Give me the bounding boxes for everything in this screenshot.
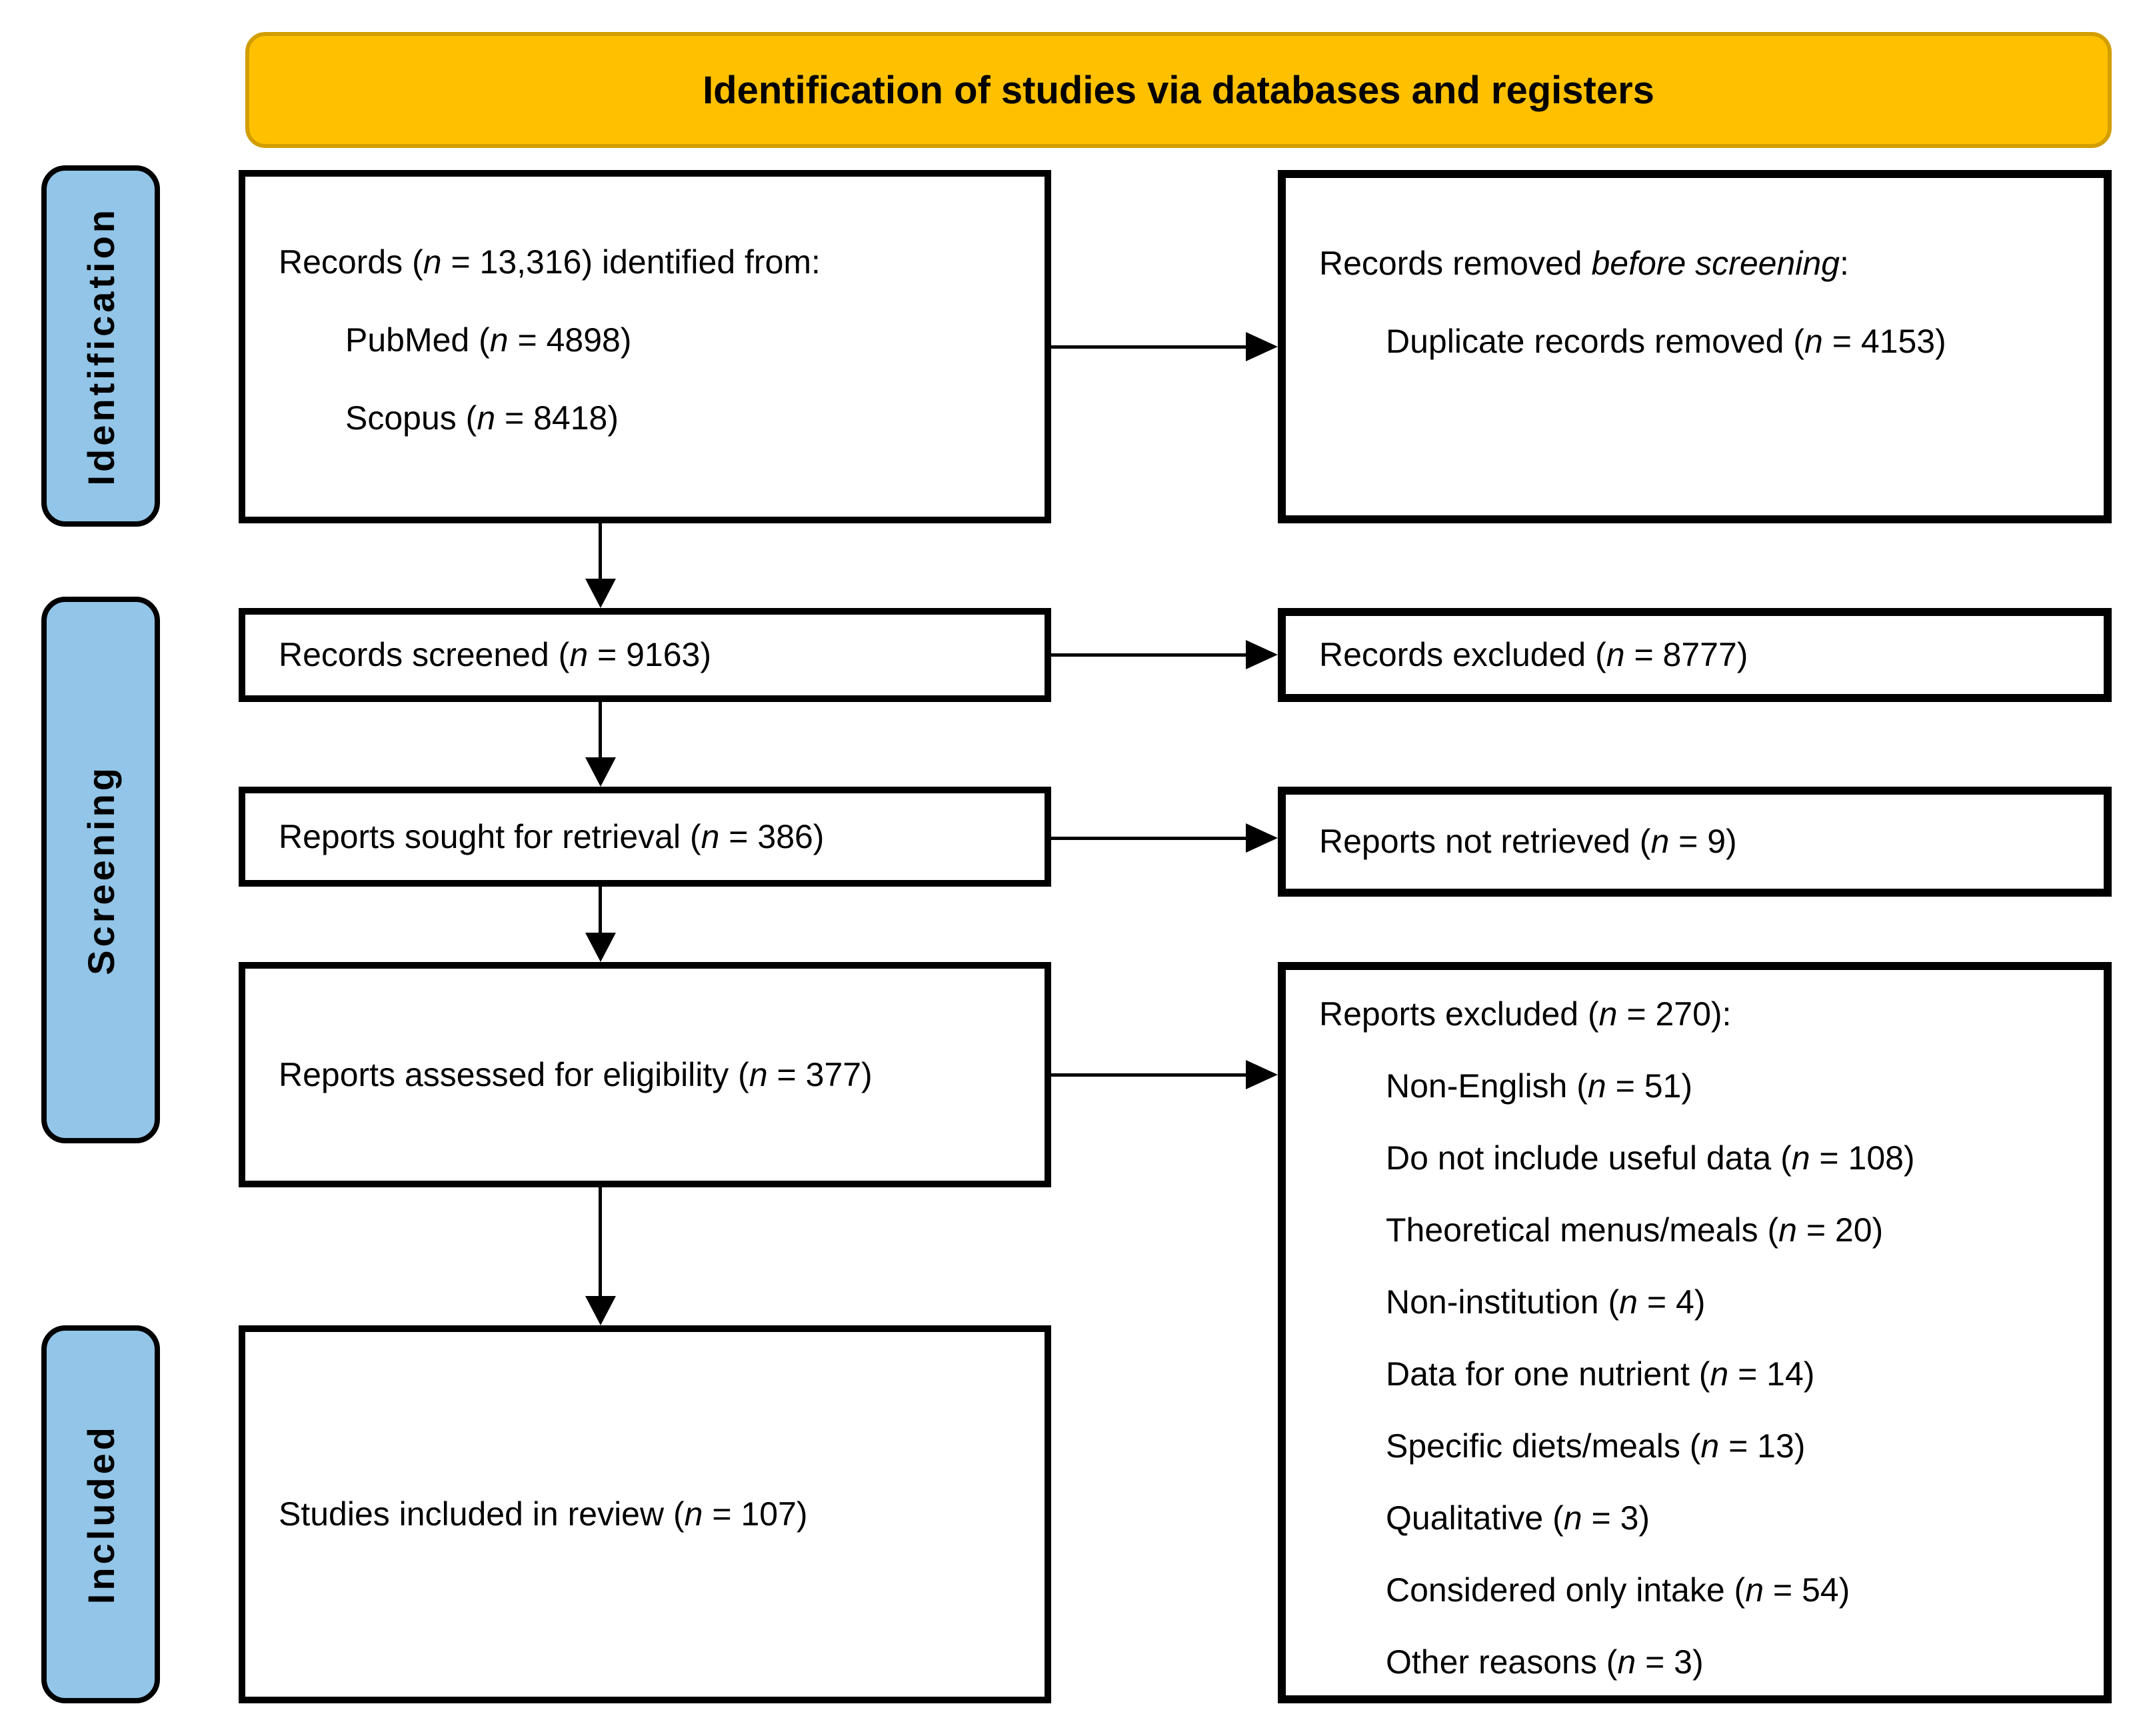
text-line: Reports excluded (n = 270): bbox=[1319, 995, 1732, 1033]
text-line: Theoretical menus/meals (n = 20) bbox=[1386, 1211, 1884, 1249]
text-line: Other reasons (n = 3) bbox=[1386, 1643, 1704, 1681]
text-line: Do not include useful data (n = 108) bbox=[1386, 1139, 1915, 1177]
arrowhead bbox=[1246, 332, 1278, 361]
box-records-identified: Records (n = 13,316) identified from: Pu… bbox=[239, 170, 1051, 523]
arrowhead bbox=[585, 933, 616, 962]
arrowhead bbox=[585, 579, 616, 608]
banner: Identification of studies via databases … bbox=[245, 32, 2112, 148]
text-line: PubMed (n = 4898) bbox=[345, 321, 632, 359]
box-records-removed: Records removed before screening: Duplic… bbox=[1278, 170, 2112, 523]
arrow-assessed-to-included bbox=[585, 1187, 616, 1325]
sidebar-stage-screening: Screening bbox=[41, 597, 160, 1143]
text-line: Non-English (n = 51) bbox=[1386, 1067, 1692, 1105]
text-line: Non-institution (n = 4) bbox=[1386, 1283, 1706, 1321]
text-line: Data for one nutrient (n = 14) bbox=[1386, 1355, 1815, 1393]
text-line: Reports not retrieved (n = 9) bbox=[1319, 823, 1737, 860]
arrow-shaft bbox=[599, 1187, 602, 1296]
text-line: Qualitative (n = 3) bbox=[1386, 1499, 1650, 1537]
sidebar-stage-label: Identification bbox=[79, 206, 122, 486]
text-line: Records excluded (n = 8777) bbox=[1319, 636, 1748, 673]
arrow-shaft bbox=[1051, 837, 1246, 840]
box-reports-sought: Reports sought for retrieval (n = 386) bbox=[239, 787, 1051, 887]
arrow-screened-to-sought bbox=[585, 702, 616, 787]
box-reports-not-retrieved: Reports not retrieved (n = 9) bbox=[1278, 787, 2112, 897]
text-line: Records screened (n = 9163) bbox=[279, 636, 711, 673]
arrow-shaft bbox=[599, 887, 602, 933]
sidebar-stage-label: Screening bbox=[79, 765, 122, 975]
box-reports-excluded-reasons: Reports excluded (n = 270): Non-English … bbox=[1278, 962, 2112, 1703]
text-line: Specific diets/meals (n = 13) bbox=[1386, 1427, 1806, 1465]
arrow-shaft bbox=[599, 523, 602, 579]
box-records-excluded: Records excluded (n = 8777) bbox=[1278, 608, 2112, 702]
box-reports-assessed: Reports assessed for eligibility (n = 37… bbox=[239, 962, 1051, 1187]
text-line: Reports sought for retrieval (n = 386) bbox=[279, 817, 825, 855]
text-line: Duplicate records removed (n = 4153) bbox=[1386, 323, 1946, 360]
arrow-shaft bbox=[1051, 1073, 1246, 1077]
arrowhead bbox=[1246, 1060, 1278, 1089]
box-studies-included: Studies included in review (n = 107) bbox=[239, 1325, 1051, 1703]
arrowhead bbox=[1246, 640, 1278, 669]
text-line: Studies included in review (n = 107) bbox=[279, 1495, 808, 1533]
banner-title: Identification of studies via databases … bbox=[703, 68, 1654, 112]
arrowhead bbox=[585, 1296, 616, 1325]
arrowhead bbox=[585, 757, 616, 787]
arrow-sought-to-not-retrieved bbox=[1051, 823, 1278, 853]
sidebar-stage-label: Included bbox=[79, 1424, 122, 1605]
sidebar-stage-identification: Identification bbox=[41, 165, 160, 527]
arrow-shaft bbox=[599, 702, 602, 757]
text-line: Reports assessed for eligibility (n = 37… bbox=[279, 1055, 873, 1093]
arrow-shaft bbox=[1051, 345, 1246, 349]
box-records-screened: Records screened (n = 9163) bbox=[239, 608, 1051, 702]
arrow-shaft bbox=[1051, 653, 1246, 657]
text-line: Records (n = 13,316) identified from: bbox=[279, 243, 821, 281]
arrow-screened-to-excluded bbox=[1051, 640, 1278, 669]
arrow-identified-to-removed bbox=[1051, 332, 1278, 361]
arrowhead bbox=[1246, 823, 1278, 853]
sidebar-stage-included: Included bbox=[41, 1325, 160, 1703]
text-line: Considered only intake (n = 54) bbox=[1386, 1571, 1850, 1609]
text-line: Records removed before screening: bbox=[1319, 245, 1849, 282]
arrow-assessed-to-excluded-reasons bbox=[1051, 1060, 1278, 1089]
arrow-identified-to-screened bbox=[585, 523, 616, 608]
arrow-sought-to-assessed bbox=[585, 887, 616, 962]
text-line: Scopus (n = 8418) bbox=[345, 399, 619, 437]
